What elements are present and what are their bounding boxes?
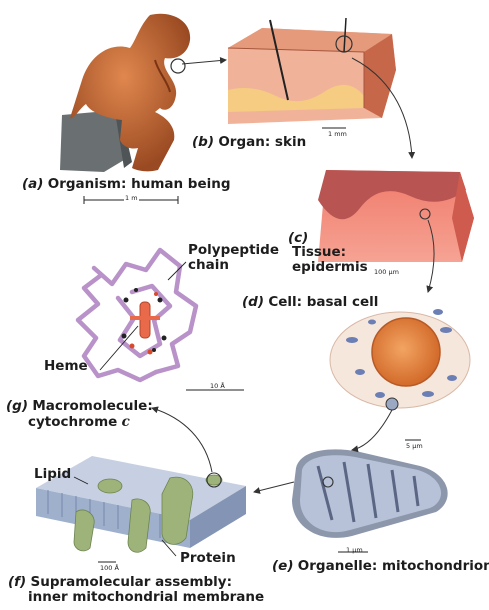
cell-basal-cell <box>329 309 471 441</box>
membrane-proteins <box>73 474 223 553</box>
polypeptide-ribbon <box>75 247 199 383</box>
scale-mito: 1 μm <box>346 546 363 554</box>
label-macromolecule-2: cytochrome c <box>28 414 130 430</box>
scale-cell: 5 μm <box>406 442 423 450</box>
rock-pedestal <box>60 110 124 172</box>
label-macromolecule-1: (g) Macromolecule: <box>6 398 153 414</box>
label-polypeptide-1: Polypeptide <box>188 242 279 258</box>
label-tissue-1: (c) <box>288 230 309 246</box>
scale-membrane: 100 Å <box>100 564 119 572</box>
hair <box>269 19 289 101</box>
label-lipid: Lipid <box>34 466 72 482</box>
label-heme: Heme <box>44 358 88 374</box>
tissue-epidermis-block <box>318 170 474 262</box>
label-tissue-3: epidermis <box>292 259 368 275</box>
cell-nucleus <box>371 317 441 387</box>
scale-tissue: 100 μm <box>374 268 399 276</box>
scale-organism: 1 m <box>124 194 139 202</box>
label-organ: (b) Organ: skin <box>192 134 307 150</box>
macromolecule-cytochrome <box>75 247 244 391</box>
protein-pointer <box>161 539 177 557</box>
label-supramolecular-1: (f) Supramolecular assembly: <box>8 574 233 590</box>
label-tissue-2: Tissue: <box>292 244 347 260</box>
label-polypeptide-2: chain <box>188 257 229 273</box>
organism-thinker-figure <box>60 13 191 172</box>
heme-pointer <box>99 325 139 371</box>
heme-group <box>121 288 167 355</box>
label-organelle: (e) Organelle: mitochondrion <box>272 558 489 574</box>
organ-skin-block <box>227 17 396 129</box>
label-supramolecular-2: inner mitochondrial membrane <box>28 589 265 605</box>
label-cell: (d) Cell: basal cell <box>242 294 379 310</box>
scale-macro: 10 Å <box>210 382 225 390</box>
label-protein: Protein <box>180 550 236 566</box>
lipid-pointer <box>73 476 89 485</box>
label-organism: (a) Organism: human being <box>22 176 231 192</box>
organelle-mitochondrion <box>292 449 448 553</box>
supramolecular-membrane <box>36 456 246 563</box>
thinker-body <box>70 13 191 172</box>
polypeptide-pointer <box>167 261 187 281</box>
scale-skin: 1 mm <box>328 130 347 138</box>
